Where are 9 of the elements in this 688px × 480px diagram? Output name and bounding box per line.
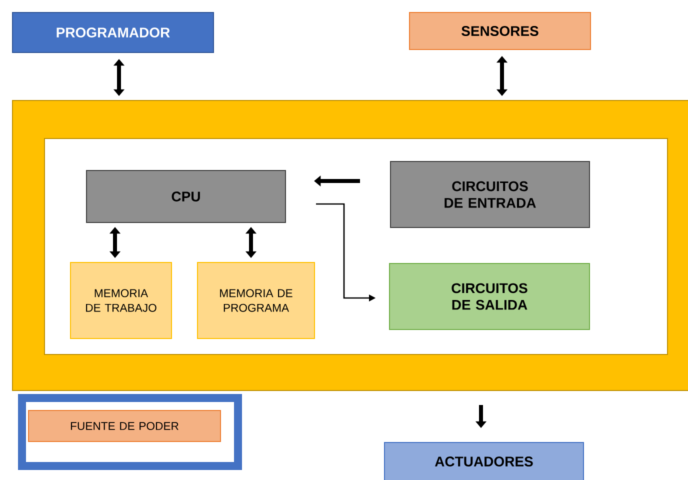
process-box: SENSORES [409, 12, 591, 50]
process-box: PROGRAMADOR [12, 12, 214, 53]
memory-box: MEMORIA DE PROGRAMA [197, 262, 315, 339]
process-box: FUENTE DE PODER [28, 410, 221, 442]
memory-box: MEMORIA DE TRABAJO [70, 262, 172, 339]
process-box: CIRCUITOS DE SALIDA [389, 263, 590, 330]
process-box: CIRCUITOS DE ENTRADA [390, 161, 590, 228]
process-box: CPU [86, 170, 286, 223]
process-box: ACTUADORES [384, 442, 584, 480]
